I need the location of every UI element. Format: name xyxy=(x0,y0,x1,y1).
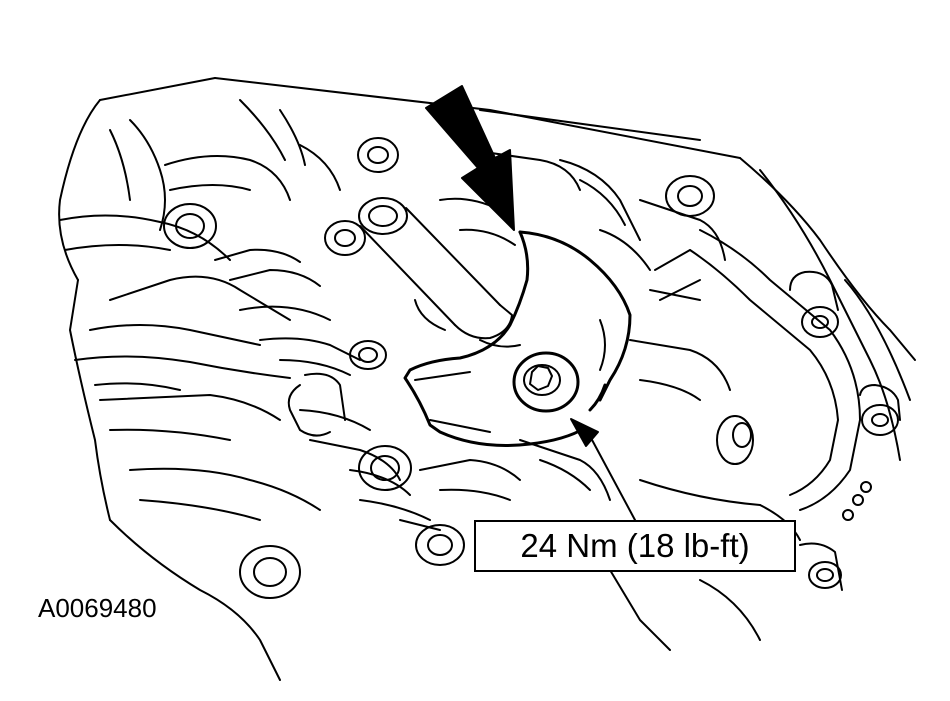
housing-outline xyxy=(58,77,916,681)
shaft xyxy=(358,197,521,348)
boss-cylinders xyxy=(287,270,901,591)
bolt-holes xyxy=(163,137,899,599)
detent-lever xyxy=(403,230,632,447)
torque-value-label: 24 Nm (18 lb-ft) xyxy=(520,527,750,564)
torque-callout-box: 24 Nm (18 lb-ft) xyxy=(474,520,796,572)
torque-leader xyxy=(570,418,636,521)
figure-id-label: A0069480 xyxy=(38,593,157,623)
pointer-arrow xyxy=(425,85,515,231)
detent-lever-detail xyxy=(414,319,606,433)
housing-ribs xyxy=(59,99,731,531)
retaining-bolt xyxy=(512,351,580,413)
